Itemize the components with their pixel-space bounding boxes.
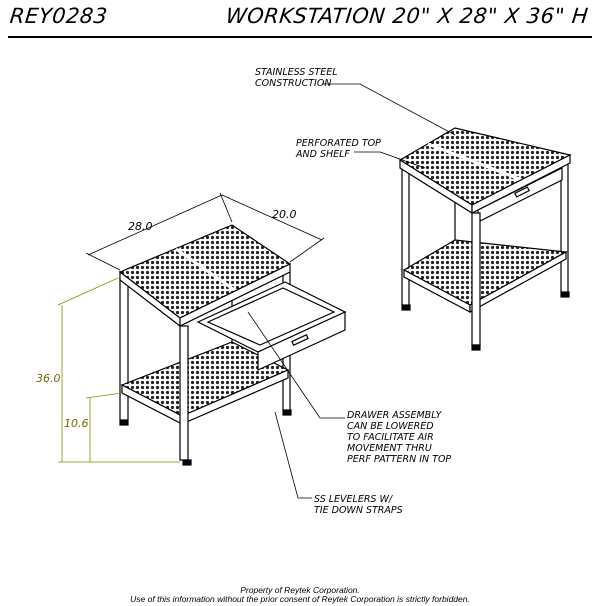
header-rule xyxy=(8,36,592,38)
callout-drawer: DRAWER ASSEMBLY CAN BE LOWERED TO FACILI… xyxy=(347,410,451,465)
leader-lines xyxy=(247,83,456,499)
footer-notice: Use of this information without the prio… xyxy=(130,594,470,604)
dim-width: 20.0 xyxy=(272,208,297,221)
callout-perforated: PERFORATED TOP AND SHELF xyxy=(295,138,384,160)
dim-length: 28.0 xyxy=(128,220,153,233)
footer-property: Property of Reytek Corporation. xyxy=(240,585,360,595)
callout-levelers: SS LEVELERS W/ TIE DOWN STRAPS xyxy=(314,494,403,516)
workstation-right-view xyxy=(398,127,572,351)
workstation-left-view xyxy=(118,224,347,466)
dim-height: 36.0 xyxy=(36,372,61,385)
dim-shelf-height: 10.6 xyxy=(64,417,89,430)
dimension-lines xyxy=(57,192,325,463)
callout-stainless: STAINLESS STEEL CONSTRUCTION xyxy=(255,67,341,89)
